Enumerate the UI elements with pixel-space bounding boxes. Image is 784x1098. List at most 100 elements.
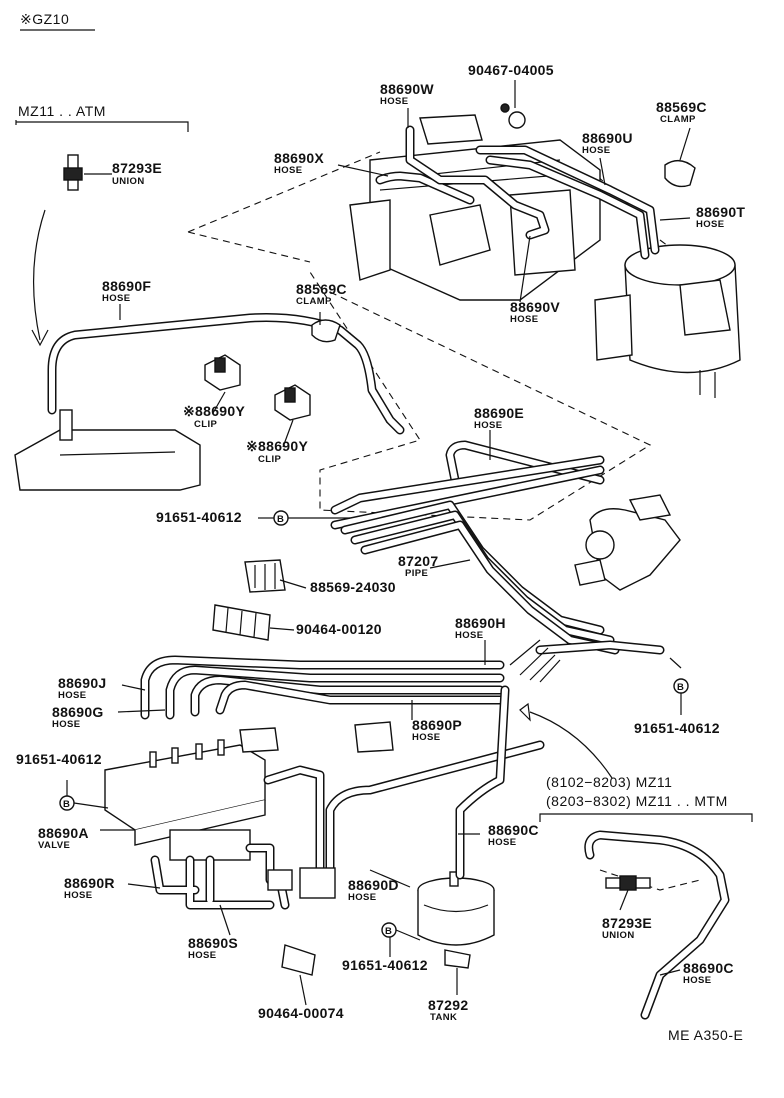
clip-88690y-1 [204, 354, 241, 391]
svg-text:B: B [277, 514, 284, 525]
label-91651-d: 91651-40612 [342, 957, 428, 973]
label-91651-b: 91651-40612 [634, 720, 720, 736]
svg-text:88690C: 88690C [683, 960, 734, 976]
svg-text:B: B [63, 799, 70, 810]
upper-dashed-outline [187, 151, 652, 521]
svg-text:HOSE: HOSE [582, 145, 611, 156]
hose-group-jgp [140, 655, 505, 720]
svg-text:87293E: 87293E [112, 160, 162, 176]
clip-88690y-2 [274, 384, 311, 421]
svg-text:※88690Y: ※88690Y [183, 403, 245, 419]
b-mark-1: B [273, 510, 289, 526]
mtm-bracket [539, 813, 753, 822]
vacuum-actuator [594, 244, 741, 398]
label-90467: 90467-04005 [468, 62, 554, 78]
svg-text:HOSE: HOSE [488, 837, 517, 848]
b-mark-4: B [381, 922, 397, 938]
svg-text:PIPE: PIPE [405, 568, 428, 579]
svg-text:HOSE: HOSE [64, 890, 93, 901]
svg-text:UNION: UNION [112, 176, 145, 187]
clip-lower-1 [239, 727, 279, 753]
svg-text:CLAMP: CLAMP [660, 114, 696, 125]
svg-text:88690P: 88690P [412, 717, 462, 733]
svg-text:CLIP: CLIP [194, 419, 218, 430]
connector-2 [299, 867, 336, 899]
hose-88690d-a [263, 765, 325, 875]
svg-text:CLIP: CLIP [258, 454, 282, 465]
connector-1 [267, 869, 293, 891]
label-91651-c: 91651-40612 [16, 751, 102, 767]
model-header: ※GZ10 [20, 11, 69, 27]
svg-text:88690F: 88690F [102, 278, 151, 294]
clamp-88569c-mid [311, 319, 341, 343]
svg-text:90464-00074: 90464-00074 [258, 1005, 344, 1021]
svg-text:88690H: 88690H [455, 615, 506, 631]
svg-text:HOSE: HOSE [380, 96, 409, 107]
leader-lines [66, 108, 691, 1006]
svg-text:91651-40612: 91651-40612 [634, 720, 720, 736]
svg-text:88690V: 88690V [510, 299, 560, 315]
svg-text:87293E: 87293E [602, 915, 652, 931]
clip-90467 [500, 80, 526, 129]
svg-text:90467-04005: 90467-04005 [468, 62, 554, 78]
svg-text:HOSE: HOSE [188, 950, 217, 961]
svg-text:HOSE: HOSE [474, 420, 503, 431]
svg-text:HOSE: HOSE [102, 293, 131, 304]
svg-text:B: B [677, 682, 684, 693]
svg-text:88569C: 88569C [296, 281, 347, 297]
svg-text:88690W: 88690W [380, 81, 434, 97]
clamp-88569c-top [664, 127, 696, 188]
svg-text:88569-24030: 88569-24030 [310, 579, 396, 595]
mtm-dashed [599, 869, 701, 891]
b-mark-2: B [673, 678, 689, 694]
clip-90464-00120 [212, 604, 271, 641]
hose-88690d [325, 740, 545, 875]
svg-text:88690X: 88690X [274, 150, 324, 166]
svg-text:88690R: 88690R [64, 875, 115, 891]
union-87293e-bottom [605, 875, 651, 891]
svg-text:HOSE: HOSE [510, 314, 539, 325]
svg-text:HOSE: HOSE [412, 732, 441, 743]
mtm-label-2: (8203−8302) MZ11 . . MTM [546, 793, 728, 809]
svg-text:88690E: 88690E [474, 405, 524, 421]
label-90464-00074: 90464-00074 [258, 1005, 344, 1021]
svg-text:HOSE: HOSE [274, 165, 303, 176]
mtm-label-1: (8102−8203) MZ11 [546, 774, 672, 790]
svg-text:CLAMP: CLAMP [296, 296, 332, 307]
svg-text:88690D: 88690D [348, 877, 399, 893]
svg-text:HOSE: HOSE [683, 975, 712, 986]
label-88569-24030: 88569-24030 [310, 579, 396, 595]
flow-arrow-atm [32, 209, 46, 341]
svg-text:88690U: 88690U [582, 130, 633, 146]
heater-unit [349, 114, 601, 301]
svg-text:91651-40612: 91651-40612 [156, 509, 242, 525]
flow-arrow-mtm [529, 711, 613, 779]
svg-text:87207: 87207 [398, 553, 438, 569]
svg-text:HOSE: HOSE [58, 690, 87, 701]
clip-lower-2 [354, 721, 394, 753]
valve-88690a [104, 739, 266, 861]
clip-90464-00074 [281, 944, 316, 976]
svg-text:HOSE: HOSE [348, 892, 377, 903]
